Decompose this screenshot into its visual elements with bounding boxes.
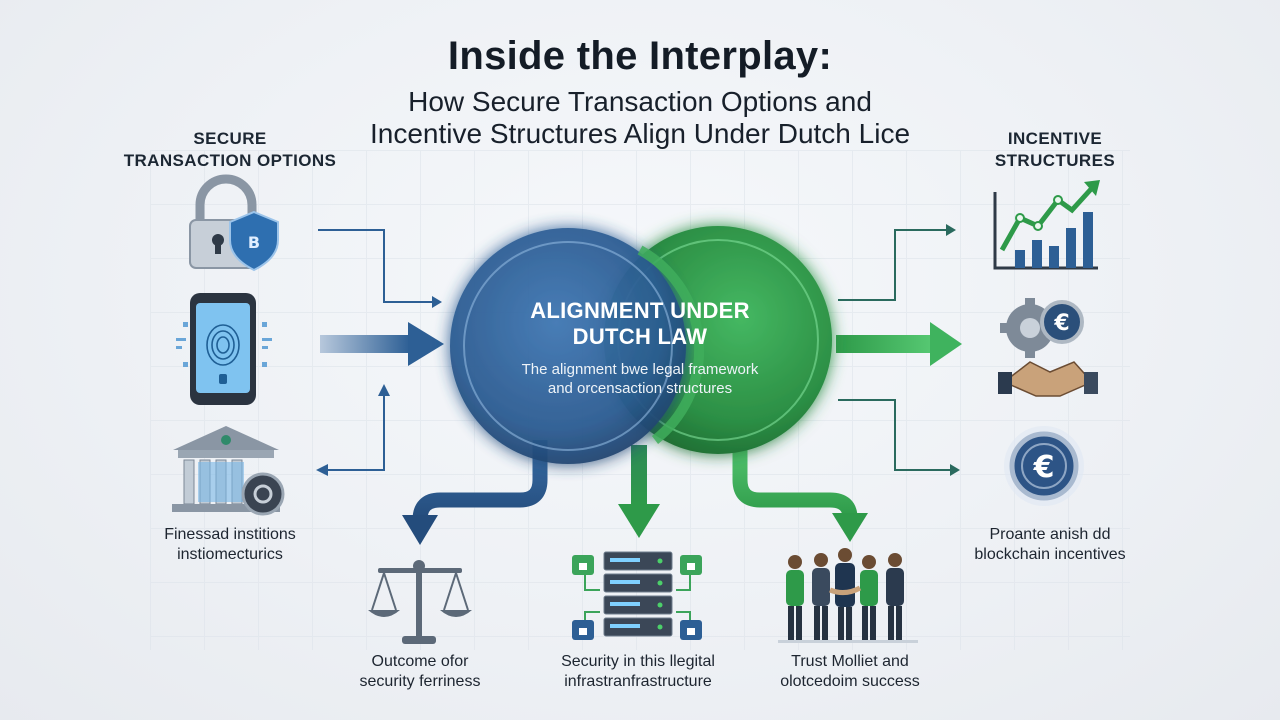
venn-circles — [450, 226, 832, 464]
right-caption-line-2: blockchain incentives — [974, 546, 1126, 563]
euro-coin-icon: € — [1004, 426, 1084, 506]
left-heading: SECURE TRANSACTION OPTIONS — [100, 128, 360, 172]
down-arrow-right — [732, 440, 868, 542]
right-heading-line-1: INCENTIVE — [1007, 129, 1103, 148]
center-title: ALIGNMENT UNDER DUTCH LAW — [455, 298, 825, 350]
connector-bottom-right — [838, 399, 950, 471]
growth-chart-icon — [993, 180, 1100, 270]
connector-top-right — [838, 229, 946, 301]
svg-text:B: B — [248, 233, 260, 252]
right-connectors — [838, 224, 960, 476]
output-arrow-right — [836, 322, 962, 366]
bottom-caption-outcome: Outcome ofor security ferriness — [330, 652, 510, 692]
bottom-caption-3-line-1: Trust Molliet and — [791, 653, 909, 670]
scales-of-justice-icon — [368, 560, 472, 644]
center-desc-line-1: The alignment bwe legal framework — [521, 361, 759, 378]
down-arrow-left — [402, 440, 548, 545]
padlock-shield-icon: B — [189, 174, 279, 272]
left-caption-line-2: instiomecturics — [177, 546, 283, 563]
bottom-caption-2-line-1: Security in this llegital — [561, 653, 715, 670]
gear-euro-handshake-icon: € — [998, 298, 1098, 397]
subtitle-line-2: Incentive Structures Align Under Dutch L… — [369, 118, 911, 149]
bottom-caption-trust: Trust Molliet and olotcedoim success — [750, 652, 950, 692]
center-description: The alignment bwe legal framework and or… — [455, 360, 825, 398]
input-arrow-left — [320, 322, 444, 366]
right-caption-line-1: Proante anish dd — [989, 526, 1111, 543]
bottom-caption-2-line-2: infrastranfrastructure — [564, 673, 712, 690]
team-handshake-icon — [778, 548, 918, 643]
smartphone-fingerprint-icon — [176, 293, 272, 405]
left-caption-line-1: Finessad institions — [164, 526, 296, 543]
connector-bottom-left — [325, 392, 385, 471]
down-arrow-center — [618, 445, 660, 538]
server-lock-icon — [572, 551, 702, 640]
left-heading-line-2: TRANSACTION OPTIONS — [123, 151, 337, 170]
bottom-caption-3-line-2: olotcedoim success — [780, 673, 920, 690]
center-title-line-2: DUTCH LAW — [572, 324, 708, 349]
bottom-caption-1-line-1: Outcome ofor — [371, 653, 469, 670]
subtitle-line-1: How Secure Transaction Options and — [408, 86, 872, 117]
right-heading: INCENTIVE STRUCTURES — [955, 128, 1155, 172]
left-caption: Finessad institions instiomecturics — [130, 525, 330, 565]
center-desc-line-2: and orcensaction structures — [547, 380, 733, 397]
right-caption: Proante anish dd blockchain incentives — [950, 525, 1150, 565]
left-connectors — [316, 229, 442, 476]
page-subtitle: How Secure Transaction Options and Incen… — [0, 86, 1280, 150]
svg-text:€: € — [1053, 311, 1069, 336]
bottom-caption-security: Security in this llegital infrastranfras… — [528, 652, 748, 692]
connector-top-left — [318, 229, 432, 303]
center-label: ALIGNMENT UNDER DUTCH LAW The alignment … — [455, 298, 825, 398]
svg-text:€: € — [1033, 450, 1055, 485]
security-circle — [450, 228, 686, 464]
left-heading-line-1: SECURE — [193, 129, 267, 148]
center-title-line-1: ALIGNMENT UNDER — [530, 298, 750, 323]
bottom-caption-1-line-2: security ferriness — [359, 673, 481, 690]
page-title: Inside the Interplay: — [447, 34, 833, 78]
bank-vault-icon — [172, 426, 285, 516]
right-heading-line-2: STRUCTURES — [994, 151, 1116, 170]
